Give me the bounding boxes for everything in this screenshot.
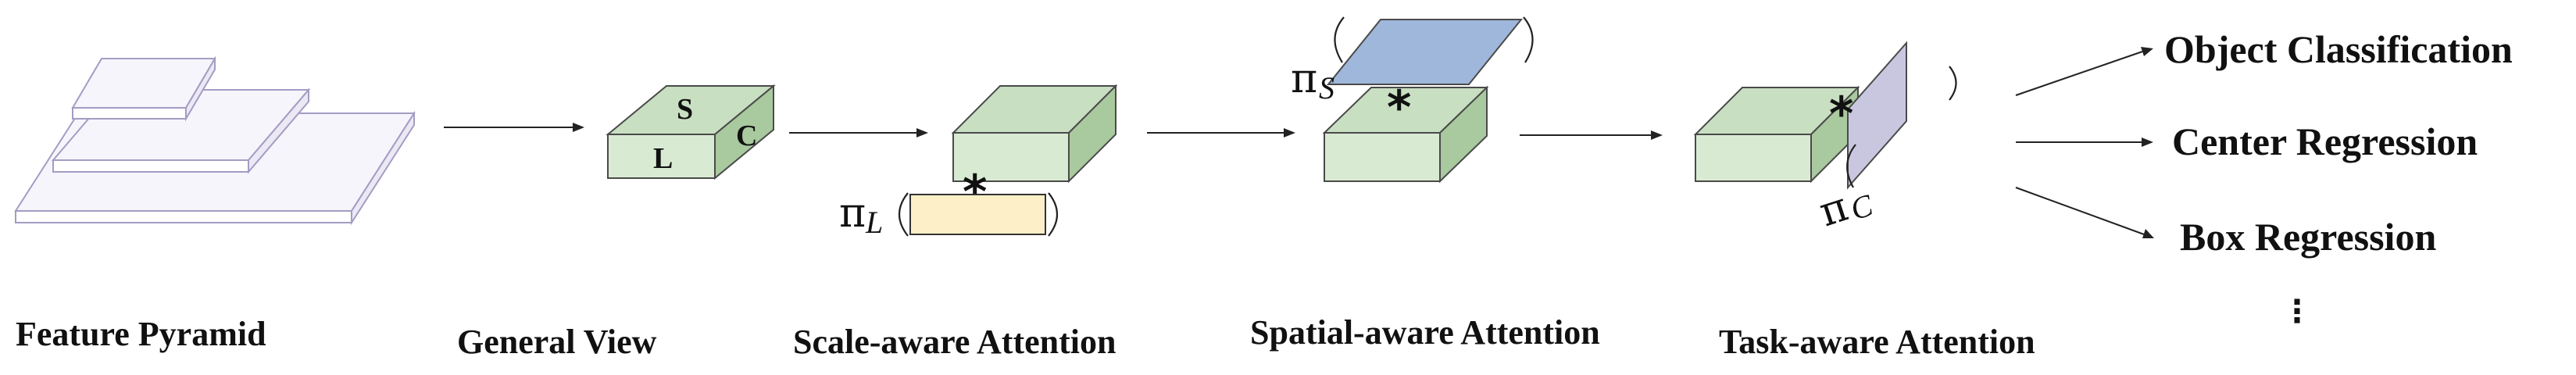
arrow-to-scale-aware — [789, 128, 928, 138]
spatial-weight-plane — [1326, 19, 1524, 85]
scale-aware-cube — [951, 84, 1118, 184]
arrow-to-general-view — [444, 123, 584, 132]
spatial-pi-symbol: π — [1291, 55, 1317, 102]
task-aware-label: Task-aware Attention — [1719, 323, 2035, 361]
pyramid-level-top — [71, 55, 216, 122]
task-star-operator: * — [1829, 87, 1853, 141]
task-weight-plane — [1847, 41, 1907, 190]
more-outputs-ellipsis: ⋮ — [2281, 294, 2313, 330]
scale-weight-bar — [909, 194, 1046, 235]
spatial-star-operator: * — [1387, 80, 1411, 135]
spatial-aware-label: Spatial-aware Attention — [1250, 313, 1600, 352]
arrow-to-box-regression — [2015, 187, 2154, 238]
task-pi-symbol: π — [1813, 184, 1853, 237]
arrow-to-spatial-aware — [1147, 128, 1295, 138]
task-weight — [1846, 41, 1957, 190]
general-view-cube: S L C — [606, 84, 776, 180]
task-lower-paren — [1846, 144, 1856, 188]
slab-front — [72, 107, 187, 120]
cube-side-face — [714, 84, 774, 180]
cube-side-face — [1439, 85, 1488, 184]
spatial-weight — [1326, 16, 1534, 85]
cube-front-face — [1324, 132, 1441, 182]
scale-weight — [899, 192, 1058, 237]
slab-side — [248, 88, 309, 174]
spatial-right-paren — [1523, 16, 1534, 63]
slab-front — [52, 159, 249, 173]
object-classification-label: Object Classification — [2164, 27, 2513, 71]
cube-side-face — [1068, 84, 1117, 184]
task-aware-cube — [1693, 85, 1860, 184]
spatial-aware-cube — [1322, 85, 1489, 184]
arrow-to-center-regression — [2016, 138, 2153, 147]
scale-right-paren — [1048, 192, 1058, 237]
slab-side — [351, 110, 415, 226]
channel-face-letter: C — [736, 120, 757, 152]
general-view-label: General View — [457, 323, 657, 361]
scale-pi-subscript: L — [865, 205, 883, 240]
scale-left-paren — [899, 192, 909, 237]
scale-pi-symbol: π — [839, 190, 866, 237]
slab-front — [15, 210, 352, 223]
scale-aware-label: Scale-aware Attention — [793, 323, 1116, 361]
cube-front-face — [1695, 134, 1812, 182]
feature-pyramid-label: Feature Pyramid — [16, 315, 266, 353]
box-regression-label: Box Regression — [2180, 215, 2436, 259]
task-upper-paren — [1949, 66, 1957, 101]
scale-face-letter: S — [677, 93, 693, 126]
level-face-letter: L — [653, 142, 673, 175]
center-regression-label: Center Regression — [2172, 120, 2478, 163]
arrow-to-task-aware — [1520, 130, 1663, 140]
arrow-to-object-classification — [2015, 47, 2153, 96]
slab-side — [185, 55, 216, 122]
spatial-left-paren — [1334, 16, 1345, 63]
feature-pyramid — [14, 55, 416, 226]
spatial-pi-subscript: S — [1319, 70, 1334, 105]
